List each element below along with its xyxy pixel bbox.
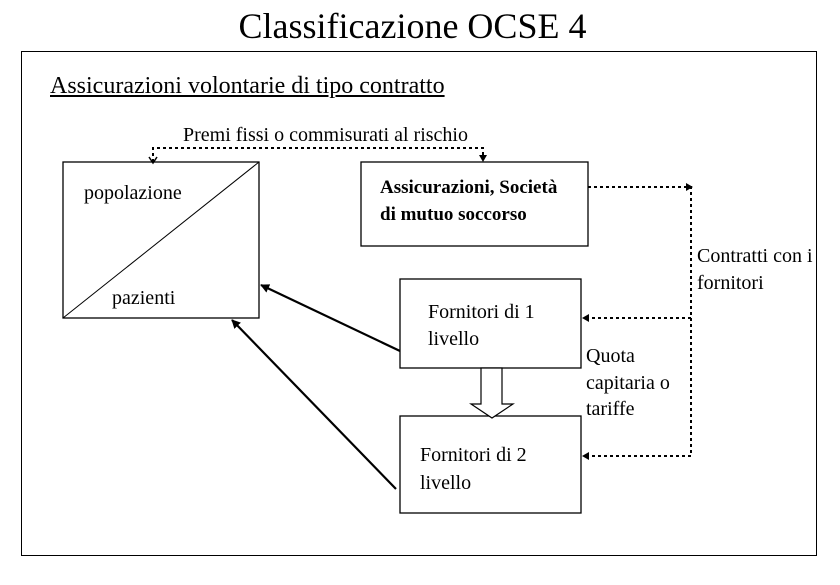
contracts-label-line1: Contratti con i	[697, 245, 813, 267]
payment-label-line2: capitaria o	[586, 372, 670, 394]
payment-label-line3: tariffe	[586, 398, 635, 420]
population-label: popolazione	[84, 182, 182, 204]
insurers-box	[360, 161, 589, 247]
diagram-subtitle: Assicurazioni volontarie di tipo contrat…	[50, 73, 445, 99]
contracts-connector	[582, 183, 693, 460]
diagram-frame	[21, 51, 817, 556]
providers-level2-label-line1: Fornitori di 2	[420, 444, 527, 466]
premiums-label: Premi fissi o commisurati al rischio	[183, 124, 468, 146]
arrow-level2-to-patients	[231, 319, 397, 490]
population-box	[62, 161, 260, 319]
slide-title: Classificazione OCSE 4	[238, 6, 587, 46]
premiums-connector	[148, 147, 487, 165]
providers-level2-label-line2: livello	[420, 472, 472, 494]
insurers-label-line1: Assicurazioni, Società	[380, 177, 558, 198]
referral-block-arrow	[469, 367, 515, 419]
patients-label: pazienti	[112, 287, 176, 309]
providers-level1-label-line1: Fornitori di 1	[428, 301, 535, 323]
payment-label-line1: Quota	[586, 345, 635, 367]
insurers-label-line2: di mutuo soccorso	[380, 204, 527, 225]
providers-level1-label-line2: livello	[428, 328, 480, 350]
contracts-label-line2: fornitori	[697, 272, 764, 294]
arrow-level1-to-patients	[260, 284, 401, 352]
